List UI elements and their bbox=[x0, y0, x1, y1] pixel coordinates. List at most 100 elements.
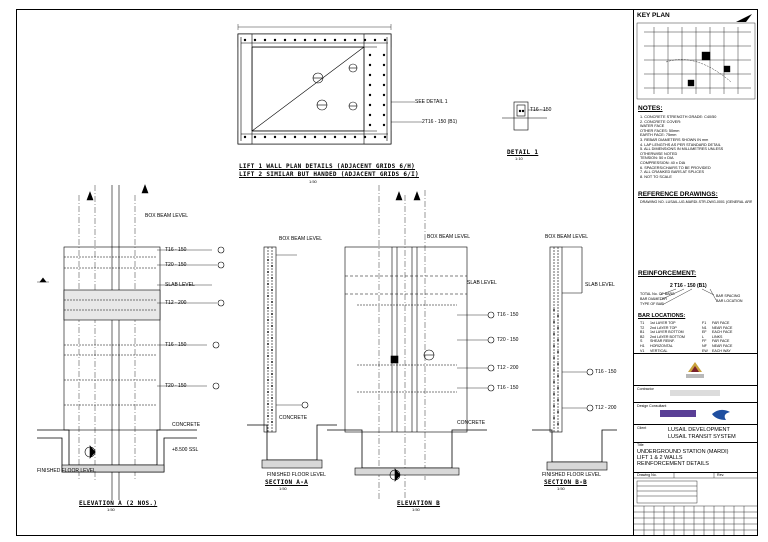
callout-type-of-bar: TYPE OF BAR bbox=[640, 302, 664, 306]
elev-b-callout-conc: CONCRETE bbox=[457, 420, 486, 426]
elev-a-callout-3: SLAB LEVEL bbox=[165, 282, 195, 288]
drawing-no-label: Drawing No. bbox=[637, 473, 657, 477]
transit-logo-icon bbox=[712, 409, 730, 420]
reference-drawings-heading: REFERENCE DRAWINGS: bbox=[638, 191, 718, 198]
bar-locations-heading: BAR LOCATIONS: bbox=[638, 313, 686, 319]
contractor-label: Contractor bbox=[637, 387, 654, 391]
notes-list: 1. CONCRETE STRENGTH GRADE: C40/50 2. CO… bbox=[640, 115, 752, 179]
elev-b-callout-top: BOX BEAM LEVEL bbox=[427, 234, 471, 240]
title-label: Title bbox=[637, 443, 644, 447]
plan-title-1: LIFT 1 WALL PLAN DETAILS (ADJACENT GRIDS… bbox=[239, 163, 416, 170]
bar-location-row: S SHEAR REINF. FF FAR FACE bbox=[640, 339, 730, 344]
callout-bar-location: BAR LOCATION bbox=[716, 299, 743, 303]
sec-bb-callout-2: T16 - 150 bbox=[595, 369, 617, 375]
drawing-title-line-2: LIFT 1 & 2 WALLS bbox=[637, 455, 683, 461]
bar-location-row: V1 VERTICAL EW EACH WAY bbox=[640, 348, 731, 353]
key-plan-heading: KEY PLAN bbox=[637, 12, 670, 19]
elevation-b-title: ELEVATION B bbox=[397, 500, 441, 507]
elev-b-callout-3: T20 - 150 bbox=[497, 337, 519, 343]
lift-wall-plan bbox=[237, 24, 422, 145]
client-name: LUSAIL DEVELOPMENT bbox=[668, 427, 730, 433]
elevation-a-graphic bbox=[37, 184, 225, 500]
elev-a-callout-1: T16 - 150 bbox=[165, 247, 187, 253]
note-item: EARTH FACE: 75mm bbox=[640, 133, 677, 138]
title-sidebar: KEY PLAN NOTES: 1. CONCRETE bbox=[633, 10, 758, 535]
contractor-logo bbox=[670, 390, 720, 396]
drawing-title-line-1: UNDERGROUND STATION (MARDI) bbox=[637, 449, 729, 455]
title-block-rule bbox=[634, 385, 758, 386]
reinforcement-heading: REINFORCEMENT: bbox=[638, 270, 697, 277]
note-item: WATER FACE bbox=[640, 124, 665, 129]
elev-a-ffl: FINISHED FLOOR LEVEL bbox=[37, 468, 96, 474]
note-item: 5. ALL DIMENSIONS IN MILLIMETRES UNLESS bbox=[640, 147, 724, 152]
drawing-sheet: SEE DETAIL 1 2T16 - 150 (B1) LIFT 1 WALL… bbox=[16, 9, 758, 536]
note-item: 3. REBAR DIAMETERS SHOWN IN mm bbox=[640, 137, 709, 142]
note-item: 2. CONCRETE COVER: bbox=[640, 119, 682, 124]
detail-1-title: DETAIL 1 bbox=[507, 149, 539, 156]
notes-heading: NOTES: bbox=[638, 105, 663, 112]
sec-bb-callout-3: T12 - 200 bbox=[595, 405, 617, 411]
reference-drawing-text: DRAWING NO. LUSAIL-UG-MARDI-STR-DWG-0001… bbox=[640, 200, 752, 204]
drawing-area: SEE DETAIL 1 2T16 - 150 (B1) LIFT 1 WALL… bbox=[17, 10, 632, 535]
drawing-linework bbox=[37, 24, 617, 500]
callout-bar-diameter: BAR DIAMETER bbox=[640, 297, 667, 301]
bar-location-row: T1 1st LAYER TOP F1 FAR FACE bbox=[640, 321, 730, 325]
revision-grid bbox=[634, 472, 758, 535]
note-item: 7. ALL CRANKED BARS AT SPLICES bbox=[640, 170, 705, 175]
detail-1-graphic bbox=[502, 101, 547, 131]
sec-bb-callout-1: SLAB LEVEL bbox=[585, 282, 615, 288]
plan-scale: 1:50 bbox=[309, 179, 317, 184]
callout-total-bars: TOTAL No. OF BARS bbox=[640, 292, 675, 296]
title-block-rule bbox=[634, 472, 758, 473]
north-arrow-icon bbox=[736, 14, 752, 22]
drawing-title-line-3: REINFORCEMENT DETAILS bbox=[637, 461, 709, 467]
elev-a-callout-6: T20 - 150 bbox=[165, 383, 187, 389]
section-bb-graphic bbox=[532, 246, 617, 471]
consultant-label: Design Consultant bbox=[637, 404, 667, 408]
elevation-a-title: ELEVATION A (2 NOS.) bbox=[79, 500, 158, 507]
bar-location-row: B1 1st LAYER BOTTOM EF EACH FACE bbox=[640, 330, 733, 335]
elev-a-callout-4: T12 - 200 bbox=[165, 300, 187, 306]
note-item: 1. CONCRETE STRENGTH GRADE: C40/50 bbox=[640, 115, 717, 119]
sec-bb-ffl: FINISHED FLOOR LEVEL bbox=[542, 472, 601, 478]
sec-bb-callout-top: BOX BEAM LEVEL bbox=[545, 234, 589, 240]
elev-a-level: +8.500 SSL bbox=[172, 447, 199, 453]
client-logo-icon bbox=[686, 362, 704, 378]
callout-bar-spacing: BAR SPACING bbox=[716, 294, 741, 298]
detail-1-scale: 1:10 bbox=[515, 156, 523, 161]
elev-b-callout-1: SLAB LEVEL bbox=[467, 280, 497, 286]
title-block-rule bbox=[634, 424, 758, 425]
note-item: 8. NOT TO SCALE bbox=[640, 174, 672, 179]
section-aa-graphic bbox=[247, 246, 337, 469]
note-item: 4. LAP LENGTHS AS PER STANDARD DETAIL bbox=[640, 142, 721, 147]
note-item: OTHER FACES: 50mm bbox=[640, 128, 680, 133]
elev-a-callout-top: BOX BEAM LEVEL bbox=[145, 213, 189, 219]
note-item: COMPRESSION: 40 x DIA bbox=[640, 160, 686, 165]
section-aa-title: SECTION A-A bbox=[265, 479, 309, 486]
bar-location-row: B2 2nd LAYER BOTTOM L LINKS bbox=[640, 334, 723, 339]
elev-b-callout-2: T16 - 150 bbox=[497, 312, 519, 318]
sec-aa-callout-conc: CONCRETE bbox=[279, 415, 308, 421]
bar-notation-leaders bbox=[659, 288, 717, 306]
client-label: Client bbox=[637, 426, 647, 430]
section-bb-scale: 1:50 bbox=[557, 486, 565, 491]
bar-location-row: H1 HORIZONTAL NF NEAR FACE bbox=[640, 343, 733, 348]
note-item: TENSION: 50 x DIA bbox=[640, 156, 674, 161]
detail-callout: SEE DETAIL 1 bbox=[415, 99, 448, 105]
sec-aa-ffl: FINISHED FLOOR LEVEL bbox=[267, 472, 326, 478]
title-block-rule bbox=[634, 402, 758, 403]
elev-a-callout-7: CONCRETE bbox=[172, 422, 201, 428]
title-block-rule bbox=[634, 442, 758, 443]
note-item: 6. SPACERS/CHAIRS TO BE PROVIDED bbox=[640, 165, 711, 170]
plan-title-2: LIFT 2 SIMILAR BUT HANDED (ADJACENT GRID… bbox=[239, 171, 419, 178]
bar-notation-example: 2 T16 - 150 (B1) bbox=[670, 283, 707, 289]
elevation-a-scale: 1:50 bbox=[107, 507, 115, 512]
note-item: OTHERWISE NOTED bbox=[640, 151, 678, 156]
section-bb-title: SECTION B-B bbox=[544, 479, 588, 486]
elevation-b-scale: 1:50 bbox=[412, 507, 420, 512]
consultant-logo bbox=[660, 410, 696, 417]
key-plan-graphic bbox=[636, 22, 756, 100]
detail-1-callout: T16 - 150 bbox=[530, 107, 552, 113]
elev-a-callout-2: T20 - 150 bbox=[165, 262, 187, 268]
bar-location-row: T2 2nd LAYER TOP N1 NEAR FACE bbox=[640, 325, 733, 330]
